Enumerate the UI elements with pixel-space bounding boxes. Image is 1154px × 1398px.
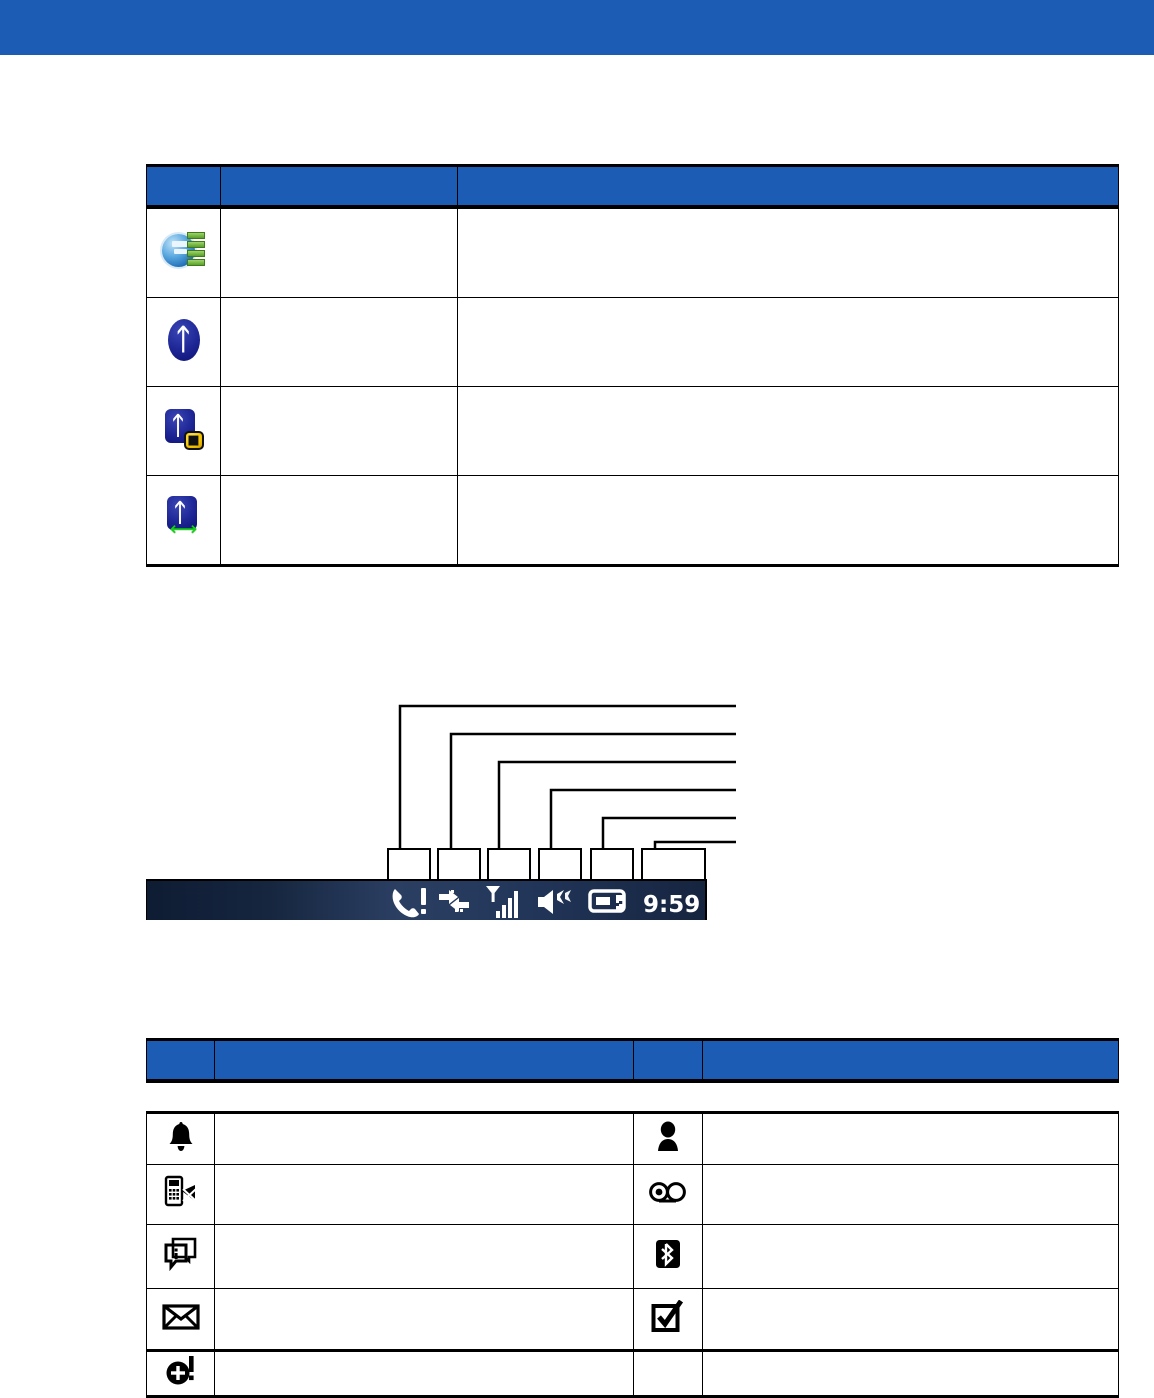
cell-name <box>220 386 458 476</box>
table-row: ᛏ ■ <box>146 386 1119 476</box>
header-cell-desc-right <box>702 1038 1119 1083</box>
cell-desc-left <box>214 1164 634 1225</box>
cell-desc-left <box>214 1350 634 1398</box>
spacer-cell <box>702 1081 1119 1113</box>
bluetooth-badge-icon <box>653 1238 683 1270</box>
cell-icon-task-checkbox <box>633 1288 703 1352</box>
table-row <box>146 207 1119 298</box>
cell-icon-bluetooth-pin: ᛏ ■ <box>146 386 221 476</box>
missed-call-phone-icon <box>164 1175 198 1209</box>
header-cell-name <box>220 164 458 209</box>
table-row <box>146 1224 1119 1289</box>
table-row: ᛏ ⟷ <box>146 475 1119 567</box>
envelope-mail-icon <box>161 1303 200 1330</box>
cell-name <box>220 475 458 567</box>
new-message-info-icon <box>164 1237 198 1271</box>
status-bar-callout-figure: 9:59 <box>146 690 1118 920</box>
table-spacer-row <box>146 1081 1119 1113</box>
transfer-arrows-icon: ⟷ <box>169 517 198 540</box>
cell-name <box>220 207 458 298</box>
status-bar-clock: 9:59 <box>643 892 700 918</box>
spacer-cell <box>633 1081 703 1113</box>
table-row <box>146 1288 1119 1352</box>
signal-strength-icon <box>486 886 518 918</box>
page-header-band <box>0 0 1154 55</box>
cell-icon-alarm-bell <box>146 1111 215 1165</box>
cell-icon-bluetooth-badge <box>633 1224 703 1289</box>
cell-desc-right <box>702 1288 1119 1352</box>
header-cell-icon-left <box>146 1038 215 1083</box>
cell-icon-empty <box>633 1350 703 1398</box>
notification-icons-table <box>146 1038 1119 1398</box>
cell-desc-left <box>214 1288 634 1352</box>
cell-desc-right <box>702 1224 1119 1289</box>
speaker-on-icon <box>538 890 571 914</box>
cell-description <box>457 386 1119 476</box>
cell-description <box>457 297 1119 387</box>
header-cell-icon <box>146 164 221 209</box>
alarm-bell-icon <box>167 1121 195 1153</box>
cell-icon-contact-person <box>633 1111 703 1165</box>
pin-badge: ■ <box>183 430 204 450</box>
cell-desc-right <box>702 1350 1119 1398</box>
cell-icon-more-notifications <box>146 1350 215 1398</box>
cell-icon-missed-call-phone <box>146 1164 215 1225</box>
missed-call-icon <box>392 888 426 918</box>
bluetooth-on-icon: ᛏ <box>161 317 207 363</box>
header-cell-description <box>457 164 1119 209</box>
cell-icon-bluetooth-transfer: ᛏ ⟷ <box>146 475 221 567</box>
table-header-row <box>146 164 1119 209</box>
task-checkbox-icon <box>651 1299 685 1334</box>
table-row <box>146 1111 1119 1165</box>
cell-icon-new-message-info <box>146 1224 215 1289</box>
connection-active-icon <box>161 228 207 274</box>
contact-person-icon <box>654 1121 682 1153</box>
connection-icons-table: ᛏ ᛏ ■ ᛏ ⟷ <box>146 164 1119 567</box>
status-bar-icons: 9:59 <box>392 886 700 918</box>
cell-icon-envelope-mail <box>146 1288 215 1352</box>
cell-description <box>457 475 1119 567</box>
table-row: ᛏ <box>146 297 1119 387</box>
bluetooth-pin-required-icon: ᛏ ■ <box>161 406 207 452</box>
cell-description <box>457 207 1119 298</box>
voicemail-icon <box>649 1181 687 1203</box>
data-transfer-icon <box>439 890 469 912</box>
cell-desc-left <box>214 1111 634 1165</box>
battery-charging-icon <box>588 889 626 913</box>
spacer-cell <box>214 1081 634 1113</box>
bluetooth-transfer-icon: ᛏ ⟷ <box>161 495 207 541</box>
cell-desc-right <box>702 1164 1119 1225</box>
cell-icon-bluetooth-on: ᛏ <box>146 297 221 387</box>
table-header-row <box>146 1038 1119 1083</box>
header-cell-icon-right <box>633 1038 703 1083</box>
callout-leader-lines <box>398 704 736 850</box>
cell-icon-connection-active <box>146 207 221 298</box>
spacer-cell <box>146 1081 215 1113</box>
cell-desc-right <box>702 1111 1119 1165</box>
more-notifications-icon <box>164 1356 198 1386</box>
table-row <box>146 1350 1119 1398</box>
callout-boxes <box>387 848 706 882</box>
table-row <box>146 1164 1119 1225</box>
cell-desc-left <box>214 1224 634 1289</box>
cell-name <box>220 297 458 387</box>
header-cell-desc-left <box>214 1038 634 1083</box>
cell-icon-voicemail <box>633 1164 703 1225</box>
